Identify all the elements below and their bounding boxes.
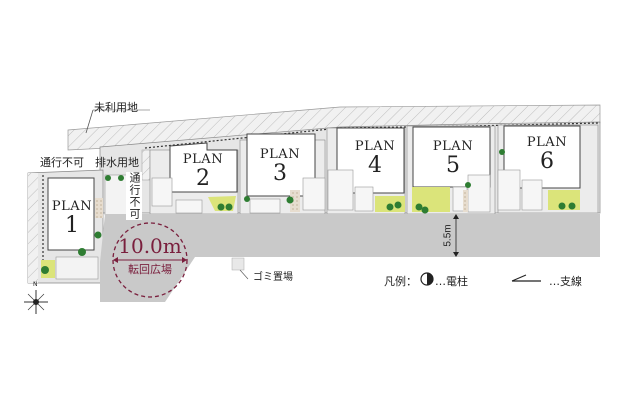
garbage-area-label: ゴミ置場 bbox=[253, 272, 293, 283]
plan-1-lot bbox=[27, 169, 104, 284]
unused-land-label: 未利用地 bbox=[94, 101, 138, 114]
legend-title: 凡例： bbox=[384, 275, 417, 288]
plan-4-lot bbox=[326, 127, 406, 215]
no-passage-vertical-label: 通行不可 bbox=[126, 172, 142, 220]
plan-2-lot bbox=[149, 142, 239, 215]
plan-3-lot bbox=[239, 133, 326, 215]
road bbox=[100, 214, 600, 302]
drainage-land-label: 排水用地 bbox=[95, 156, 139, 169]
turnaround-diameter: 10.0m bbox=[118, 234, 182, 258]
turnaround-name: 転回広場 bbox=[128, 263, 172, 276]
legend-guy-wire: …支線 bbox=[549, 275, 582, 288]
compass-icon bbox=[24, 290, 48, 314]
plan-6-lot bbox=[497, 124, 599, 214]
no-passage-label: 通行不可 bbox=[40, 156, 84, 169]
legend-utility-pole: …電柱 bbox=[435, 275, 468, 288]
compass-north-label: N bbox=[33, 281, 38, 288]
legend-symbols bbox=[420, 272, 541, 286]
turnaround-circle bbox=[112, 222, 188, 298]
turnaround-label: 10.0m 転回広場 bbox=[113, 234, 187, 277]
plan-5-lot bbox=[406, 125, 496, 215]
road-width-label: 5.5m bbox=[442, 224, 454, 247]
